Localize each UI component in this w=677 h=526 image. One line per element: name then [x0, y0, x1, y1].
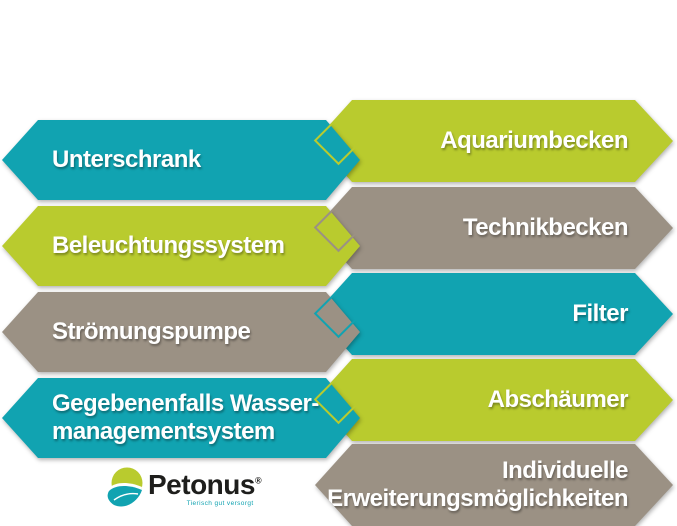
banner-label-line2: Erweiterungsmöglichkeiten — [327, 485, 628, 512]
banner-individuelle-erweiterungsmoeglichkeiten: Individuelle Erweiterungsmöglichkeiten — [315, 444, 673, 526]
banner-label-line1: Gegebenenfalls Wasser- — [52, 390, 319, 418]
banner-label: Beleuchtungssystem — [52, 232, 285, 260]
banner-stroemungspumpe: Strömungspumpe — [2, 292, 360, 372]
banner-label: Gegebenenfalls Wasser- managementsystem — [52, 390, 319, 445]
banner-label: Filter — [572, 300, 628, 328]
banner-aquariumbecken: Aquariumbecken — [315, 100, 673, 182]
banner-label: Aquariumbecken — [440, 127, 628, 155]
brand-wordmark: Petonus® — [148, 469, 262, 500]
brand-tagline: Tierisch gut versorgt — [186, 500, 254, 507]
banner-technikbecken: Technikbecken — [315, 187, 673, 269]
petonus-logo: Petonus® Tierisch gut versorgt — [106, 467, 262, 510]
banner-unterschrank: Unterschrank — [2, 120, 360, 200]
banner-label: Unterschrank — [52, 146, 201, 174]
banner-label: Technikbecken — [462, 214, 628, 242]
banner-filter: Filter — [315, 273, 673, 355]
brand-block: Petonus® Tierisch gut versorgt — [148, 469, 262, 508]
banner-abschaeumer: Abschäumer — [315, 359, 673, 441]
registered-mark: ® — [254, 475, 262, 486]
banner-beleuchtungssystem: Beleuchtungssystem — [2, 206, 360, 286]
banner-label: Strömungspumpe — [52, 318, 251, 346]
banner-label-line2: managementsystem — [52, 418, 275, 445]
banner-label: Abschäumer — [487, 386, 628, 414]
banner-label: Individuelle Erweiterungsmöglichkeiten — [327, 457, 628, 512]
petonus-logo-icon — [106, 467, 146, 510]
banner-label-line1: Individuelle — [501, 457, 628, 485]
banner-wassermanagementsystem: Gegebenenfalls Wasser- managementsystem — [2, 378, 360, 458]
brand-name: Petonus — [148, 469, 255, 500]
